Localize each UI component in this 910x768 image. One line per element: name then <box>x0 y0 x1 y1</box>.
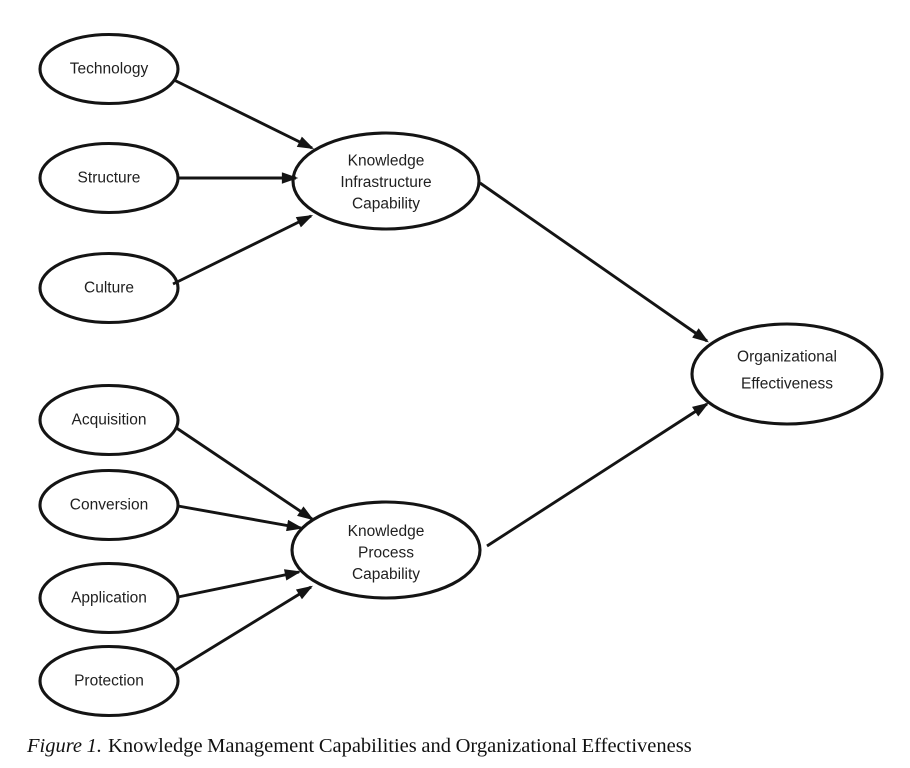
node-culture-ellipse <box>38 251 180 325</box>
node-technology-ellipse <box>38 32 180 106</box>
node-structure-label: Structure <box>78 170 141 187</box>
edge-technology-to-kic <box>173 78 315 150</box>
figure-caption-label: Figure 1. <box>27 735 103 757</box>
figure-caption: Figure 1.Knowledge Management Capabiliti… <box>27 735 692 758</box>
edge-conversion-to-kpc <box>177 504 304 532</box>
node-acquisition-ellipse <box>38 383 180 457</box>
node-knowledge-process-capability-ellipse <box>290 500 482 600</box>
edge-acquisition-to-kpc <box>174 425 314 521</box>
node-application-label: Application <box>71 590 147 607</box>
node-oe-label-line2: Effectiveness <box>741 376 833 393</box>
node-protection-label: Protection <box>74 673 144 690</box>
node-acquisition-label: Acquisition <box>72 412 147 429</box>
edge-protection-to-kpc <box>173 585 313 673</box>
edge-culture-to-kic <box>172 214 314 286</box>
node-kpc-label-line3: Capability <box>352 566 420 583</box>
node-conversion-ellipse <box>38 468 180 542</box>
node-kic-label-line2: Infrastructure <box>340 174 431 191</box>
figure-caption-text: Knowledge Management Capabilities and Or… <box>108 735 692 757</box>
node-culture-label: Culture <box>84 280 134 297</box>
node-conversion-label: Conversion <box>70 497 148 514</box>
node-kpc-label-line1: Knowledge <box>348 523 425 540</box>
node-oe-label-line1: Organizational <box>737 349 837 366</box>
diagram-svg: Technology Structure Culture Acquisition… <box>38 32 884 718</box>
node-kpc-label-line2: Process <box>358 545 414 562</box>
edge-application-to-kpc <box>177 569 302 599</box>
node-technology-label: Technology <box>70 61 149 78</box>
node-kic-label-line3: Capability <box>352 196 420 213</box>
node-application-ellipse <box>38 561 180 635</box>
node-kic-label-line1: Knowledge <box>348 153 425 170</box>
edge-kpc-to-oe <box>486 402 709 548</box>
edge-kic-to-oe <box>479 181 709 343</box>
node-organizational-effectiveness-ellipse <box>690 322 884 426</box>
node-protection-ellipse <box>38 644 180 718</box>
